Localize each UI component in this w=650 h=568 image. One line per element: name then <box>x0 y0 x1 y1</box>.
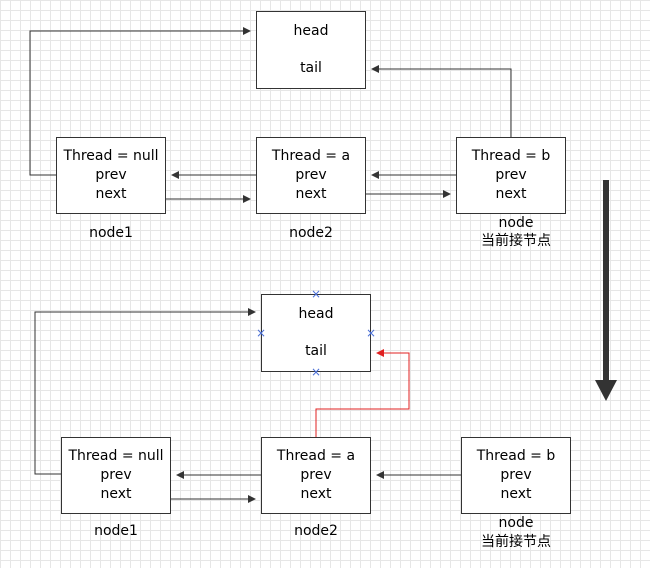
bottom-node2-label: node2 <box>294 523 338 539</box>
top-current-node-label: node <box>498 215 534 231</box>
top-current-node-sublabel: 当前接节点 <box>481 233 551 249</box>
next-field: next <box>300 486 332 502</box>
next-field: next <box>95 186 127 202</box>
top-tail-link <box>371 65 512 137</box>
top-head-link <box>29 27 251 176</box>
bottom-current-node-sublabel: 当前接节点 <box>481 534 551 550</box>
top-node2-box[interactable]: Thread = a prev next <box>256 137 366 214</box>
tail-label: tail <box>300 60 322 76</box>
bottom-tail-link <box>315 349 410 437</box>
thread-field: Thread = a <box>276 448 356 464</box>
selection-handle-icon[interactable]: × <box>310 287 322 301</box>
selection-handle-icon[interactable]: × <box>255 326 267 340</box>
down-arrow-icon <box>595 180 617 401</box>
head-label: head <box>298 306 334 322</box>
thread-field: Thread = a <box>271 148 351 164</box>
thread-field: Thread = b <box>471 148 551 164</box>
bottom-head-tail-box[interactable]: head tail <box>261 294 371 372</box>
prev-field: prev <box>95 167 127 183</box>
bottom-head-link <box>34 308 256 475</box>
selection-handle-icon[interactable]: × <box>310 365 322 379</box>
top-node2-label: node2 <box>289 225 333 241</box>
next-field: next <box>495 186 527 202</box>
bottom-node1-box[interactable]: Thread = null prev next <box>61 437 171 514</box>
top-current-node-box[interactable]: Thread = b prev next <box>456 137 566 214</box>
thread-field: Thread = null <box>68 448 164 464</box>
bottom-node1-label: node1 <box>94 523 138 539</box>
next-field: next <box>100 486 132 502</box>
head-label: head <box>293 23 329 39</box>
bottom-current-node-label: node <box>498 515 534 531</box>
prev-field: prev <box>500 467 532 483</box>
top-node1-label: node1 <box>89 225 133 241</box>
next-field: next <box>500 486 532 502</box>
prev-field: prev <box>495 167 527 183</box>
bottom-current-node-box[interactable]: Thread = b prev next <box>461 437 571 514</box>
top-node1-box[interactable]: Thread = null prev next <box>56 137 166 214</box>
next-field: next <box>295 186 327 202</box>
bottom-node2-box[interactable]: Thread = a prev next <box>261 437 371 514</box>
thread-field: Thread = null <box>63 148 159 164</box>
prev-field: prev <box>300 467 332 483</box>
prev-field: prev <box>295 167 327 183</box>
tail-label: tail <box>305 343 327 359</box>
selection-handle-icon[interactable]: × <box>365 326 377 340</box>
thread-field: Thread = b <box>476 448 556 464</box>
top-head-tail-box[interactable]: head tail <box>256 11 366 89</box>
prev-field: prev <box>100 467 132 483</box>
